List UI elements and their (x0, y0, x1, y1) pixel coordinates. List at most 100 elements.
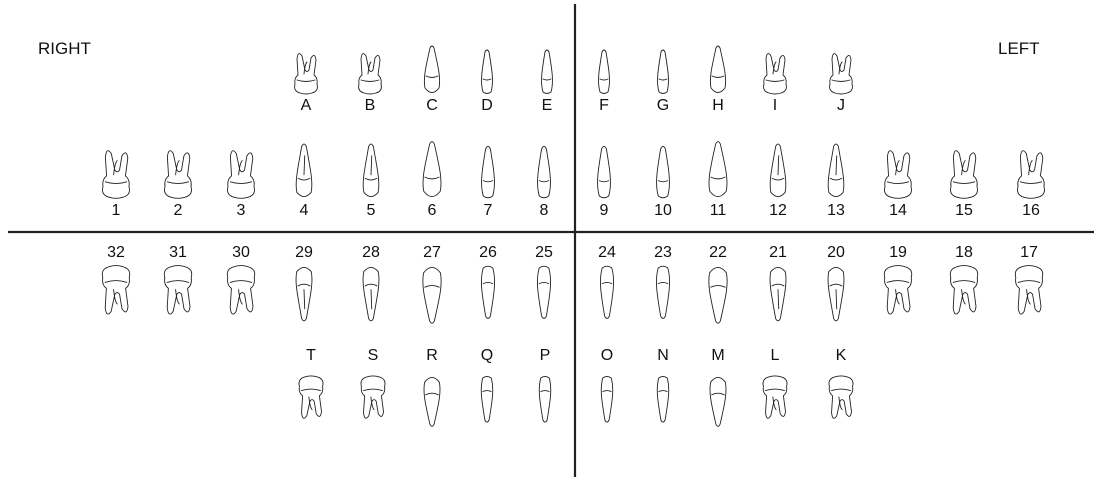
tooth-2[interactable]: 2 (164, 151, 191, 219)
tooth-10[interactable]: 10 (654, 146, 672, 219)
tooth-15[interactable]: 15 (950, 151, 977, 219)
tooth-18[interactable]: 18 (950, 244, 977, 314)
tooth-23[interactable]: 23 (654, 244, 672, 318)
tooth-label: N (657, 347, 669, 364)
tooth-detail (839, 397, 842, 410)
tooth-q[interactable]: Q (481, 347, 493, 422)
tooth-t[interactable]: T (299, 347, 323, 418)
tooth-20[interactable]: 20 (827, 244, 845, 321)
tooth-outline (601, 376, 613, 422)
tooth-detail (425, 285, 439, 287)
tooth-28[interactable]: 28 (362, 244, 380, 321)
tooth-27[interactable]: 27 (423, 244, 441, 323)
tooth-14[interactable]: 14 (884, 151, 911, 219)
tooth-b[interactable]: B (359, 54, 382, 114)
tooth-19[interactable]: 19 (884, 244, 911, 314)
molar-tooth-shape (884, 151, 911, 199)
tooth-o[interactable]: O (601, 347, 613, 422)
tooth-p[interactable]: P (539, 347, 551, 422)
tooth-8[interactable]: 8 (538, 146, 551, 219)
tooth-detail (483, 282, 493, 283)
tooth-detail (711, 177, 725, 179)
canine-tooth-shape (423, 267, 441, 323)
premolar-tooth-shape (770, 144, 786, 197)
tooth-label: 31 (169, 244, 187, 261)
tooth-label: 12 (769, 202, 787, 219)
tooth-9[interactable]: 9 (598, 146, 611, 219)
tooth-outline (600, 266, 613, 318)
tooth-label: 1 (112, 202, 121, 219)
tooth-l[interactable]: L (763, 347, 787, 418)
tooth-label: R (426, 347, 438, 364)
tooth-label: 14 (889, 202, 907, 219)
tooth-detail (309, 397, 312, 410)
tooth-detail (239, 161, 243, 175)
tooth-g[interactable]: G (657, 50, 669, 114)
tooth-detail (711, 285, 725, 287)
tooth-32[interactable]: 32 (102, 244, 129, 314)
tooth-c[interactable]: C (424, 46, 439, 114)
tooth-outline (657, 376, 669, 422)
tooth-label: C (426, 97, 438, 114)
tooth-i[interactable]: I (764, 54, 787, 114)
tooth-label: A (301, 97, 312, 114)
tooth-detail (302, 389, 321, 391)
tooth-17[interactable]: 17 (1015, 244, 1042, 314)
tooth-30[interactable]: 30 (227, 244, 254, 314)
tooth-h[interactable]: H (710, 46, 725, 114)
permanent-lower-row: 32 31 30 29 28 27 26 25 24 23 22 21 20 19 18 17 (102, 244, 1042, 323)
tooth-16[interactable]: 16 (1017, 151, 1044, 219)
tooth-detail (483, 181, 492, 182)
tooth-21[interactable]: 21 (769, 244, 787, 321)
tooth-26[interactable]: 26 (479, 244, 497, 318)
tooth-outline (164, 266, 191, 314)
tooth-outline (361, 376, 385, 418)
tooth-j[interactable]: J (830, 54, 853, 114)
tooth-31[interactable]: 31 (164, 244, 191, 314)
tooth-d[interactable]: D (481, 50, 493, 114)
tooth-label: 18 (955, 244, 973, 261)
tooth-12[interactable]: 12 (769, 144, 787, 219)
tooth-outline (763, 376, 787, 418)
tooth-6[interactable]: 6 (423, 142, 441, 219)
tooth-outline (598, 146, 611, 197)
premolar-tooth-shape (828, 144, 844, 197)
tooth-29[interactable]: 29 (295, 244, 313, 321)
tooth-detail (600, 79, 608, 80)
molar-tooth-shape (829, 376, 853, 418)
tooth-22[interactable]: 22 (709, 244, 727, 323)
tooth-detail (1029, 161, 1033, 175)
tooth-13[interactable]: 13 (827, 144, 845, 219)
tooth-m[interactable]: M (710, 347, 726, 426)
molar-tooth-shape (164, 151, 191, 199)
tooth-a[interactable]: A (295, 54, 318, 114)
tooth-detail (365, 284, 377, 286)
tooth-5[interactable]: 5 (363, 144, 379, 219)
tooth-1[interactable]: 1 (102, 151, 129, 219)
tooth-s[interactable]: S (361, 347, 385, 418)
tooth-detail (105, 281, 127, 283)
tooth-25[interactable]: 25 (535, 244, 553, 318)
tooth-7[interactable]: 7 (482, 146, 495, 219)
tooth-outline (1015, 266, 1042, 314)
tooth-detail (167, 182, 188, 184)
tooth-detail (953, 182, 974, 184)
tooth-detail (304, 62, 307, 74)
tooth-label: 3 (237, 202, 246, 219)
tooth-r[interactable]: R (424, 347, 440, 426)
tooth-label: 22 (709, 244, 727, 261)
tooth-f[interactable]: F (599, 50, 610, 114)
premolar-tooth-shape (363, 267, 379, 320)
tooth-n[interactable]: N (657, 347, 669, 422)
tooth-11[interactable]: 11 (709, 142, 727, 219)
tooth-label: J (837, 97, 845, 114)
tooth-k[interactable]: K (829, 347, 853, 418)
tooth-4[interactable]: 4 (296, 144, 312, 219)
tooth-24[interactable]: 24 (598, 244, 616, 318)
tooth-e[interactable]: E (542, 50, 553, 114)
tooth-3[interactable]: 3 (227, 151, 254, 219)
incisor-tooth-shape (657, 146, 670, 197)
